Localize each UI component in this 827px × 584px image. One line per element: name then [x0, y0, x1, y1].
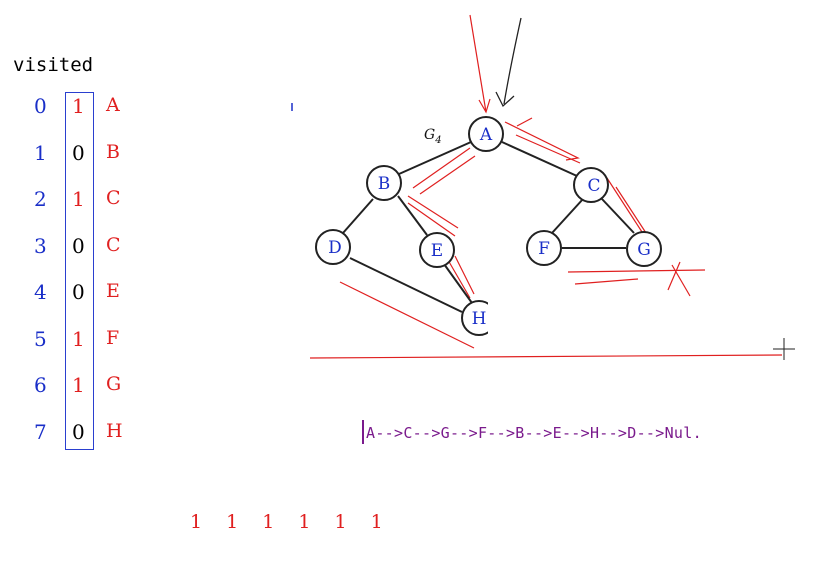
visited-label: H	[106, 419, 123, 442]
node-label-a: A	[479, 125, 493, 145]
graph-name: G4	[424, 127, 442, 146]
arrow-a-b	[412, 147, 471, 189]
visited-index: 6	[34, 373, 47, 397]
text-cursor	[362, 420, 364, 444]
arrow-e-h	[447, 259, 471, 299]
cursor-crosshair	[773, 338, 795, 360]
arrow-g-f	[567, 269, 706, 273]
visited-index: 7	[34, 419, 47, 444]
arrow-b-e	[407, 195, 459, 229]
arrow-c-g	[606, 177, 643, 233]
visited-value: 0	[72, 280, 85, 304]
visited-label: A	[106, 94, 120, 116]
node-label-f: F	[538, 239, 550, 259]
baseline-red	[309, 354, 783, 359]
visited-label: E	[106, 280, 120, 302]
node-a	[468, 116, 504, 152]
visited-value: 0	[72, 140, 85, 165]
visited-value: 0	[72, 419, 85, 444]
visited-label: C	[106, 233, 121, 256]
node-label-h: H	[472, 309, 487, 329]
edge-b-d	[342, 198, 374, 234]
visited-label: B	[106, 140, 120, 163]
visited-value: 1	[72, 187, 85, 211]
edge-a-c	[501, 141, 578, 177]
entry-arrow-black	[503, 17, 522, 105]
edge-a-b	[398, 141, 472, 175]
edge-c-f	[551, 198, 584, 234]
node-label-c: C	[587, 176, 600, 196]
node-g	[626, 231, 662, 267]
node-label-d: D	[328, 238, 342, 258]
visited-index: 2	[34, 187, 47, 211]
visited-index: 5	[34, 326, 47, 351]
entry-arrowhead-red	[478, 98, 491, 114]
traversal-sequence: A-->C-->G-->F-->B-->E-->H-->D-->Nul.	[366, 424, 702, 442]
visited-index: 1	[34, 140, 47, 165]
node-label-b: B	[378, 174, 391, 194]
visited-index: 3	[34, 233, 47, 258]
visited-title: visited	[13, 54, 94, 76]
edge-d-h	[349, 257, 463, 313]
node-f	[526, 230, 562, 266]
arrow-a-c	[504, 121, 580, 161]
arrow-h-d	[339, 281, 475, 349]
visited-value: 1	[72, 94, 85, 118]
visited-label: G	[106, 373, 122, 395]
edge-e-h	[443, 263, 473, 304]
entry-arrow-red	[469, 14, 487, 113]
visited-label: C	[106, 187, 121, 209]
visited-value: 1	[72, 373, 85, 397]
node-b	[366, 165, 402, 201]
visited-value: 0	[72, 233, 85, 258]
node-c	[573, 167, 609, 203]
node-label-e: E	[431, 241, 443, 261]
visited-array-box	[65, 92, 94, 450]
visited-index: 4	[34, 280, 47, 304]
visited-index: 0	[34, 94, 47, 118]
node-e	[419, 232, 455, 268]
node-label-g: G	[637, 240, 651, 260]
visited-label: F	[106, 326, 120, 349]
edge-b-e	[397, 195, 428, 236]
visited-value: 1	[72, 326, 85, 351]
node-d	[315, 229, 351, 265]
edge-c-g	[601, 198, 635, 234]
bottom-marks: 1 1 1 1 1 1	[190, 511, 392, 533]
